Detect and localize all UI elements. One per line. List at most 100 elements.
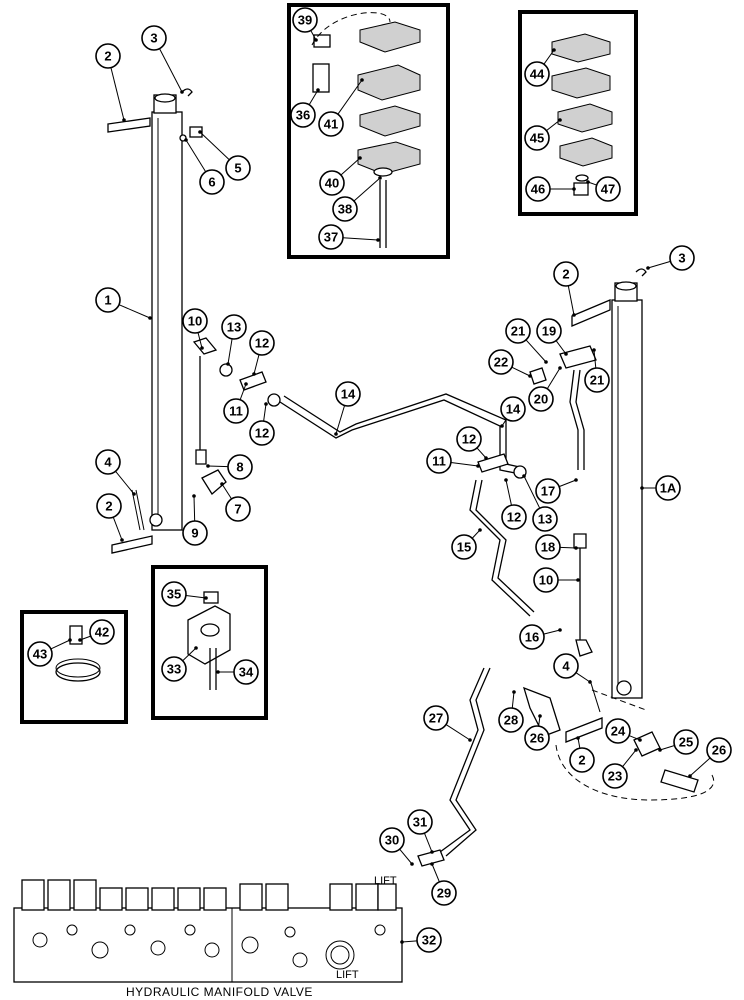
- leader-arrowhead: [430, 850, 434, 854]
- svg-text:39: 39: [298, 13, 312, 28]
- svg-text:15: 15: [457, 540, 471, 555]
- leader-line-37: [342, 237, 379, 241]
- callout-21: 21: [584, 367, 610, 393]
- leader-line-18: [559, 546, 577, 549]
- svg-text:26: 26: [530, 731, 544, 746]
- callout-14: 14: [335, 381, 361, 407]
- leader-arrowhead: [576, 578, 580, 582]
- svg-text:46: 46: [531, 182, 545, 197]
- hydraulic-manifold-valve: [13, 879, 403, 983]
- svg-text:5: 5: [234, 161, 241, 176]
- callout-26: 26: [706, 737, 732, 763]
- callout-31: 31: [407, 809, 433, 835]
- leader-arrowhead: [538, 714, 542, 718]
- callout-1: 1: [95, 287, 121, 313]
- leader-line-4: [115, 470, 135, 495]
- leader-line-4: [575, 672, 591, 683]
- callout-37: 37: [318, 224, 344, 250]
- leader-arrowhead: [220, 482, 224, 486]
- leader-line-23: [622, 749, 637, 767]
- svg-text:31: 31: [413, 815, 427, 830]
- leader-arrowhead: [638, 738, 642, 742]
- leader-arrowhead: [244, 382, 248, 386]
- leader-arrowhead: [148, 316, 152, 320]
- leader-line-20: [546, 367, 561, 390]
- svg-text:17: 17: [541, 484, 555, 499]
- callout-13: 13: [221, 314, 247, 340]
- svg-text:3: 3: [678, 251, 685, 266]
- svg-text:36: 36: [296, 108, 310, 123]
- svg-text:41: 41: [324, 117, 338, 132]
- leader-arrowhead: [528, 374, 532, 378]
- callout-26: 26: [524, 725, 550, 751]
- leader-arrowhead: [358, 156, 362, 160]
- callout-14: 14: [500, 396, 526, 422]
- callout-27: 27: [423, 705, 449, 731]
- leader-arrowhead: [500, 424, 504, 428]
- leader-line-7: [221, 483, 232, 500]
- svg-text:12: 12: [507, 510, 521, 525]
- callout-43: 43: [27, 641, 53, 667]
- leader-arrowhead: [574, 478, 578, 482]
- leader-arrowhead: [558, 118, 562, 122]
- leader-line-12: [253, 354, 260, 375]
- svg-text:45: 45: [530, 131, 544, 146]
- callout-39: 39: [292, 7, 318, 33]
- leader-arrowhead: [640, 486, 644, 490]
- svg-text:11: 11: [432, 454, 446, 469]
- callout-29: 29: [431, 880, 457, 906]
- callout-21: 21: [505, 318, 531, 344]
- leader-arrowhead: [78, 638, 82, 642]
- leader-line-2: [567, 285, 575, 316]
- svg-text:23: 23: [608, 769, 622, 784]
- leader-line-41: [337, 79, 363, 115]
- svg-text:2: 2: [104, 49, 111, 64]
- callout-4: 4: [95, 449, 121, 475]
- leader-arrowhead: [646, 266, 650, 270]
- callout-11: 11: [223, 398, 249, 424]
- leader-arrowhead: [544, 360, 548, 364]
- svg-text:28: 28: [504, 713, 518, 728]
- svg-text:4: 4: [562, 659, 570, 674]
- leader-arrowhead: [564, 352, 568, 356]
- callout-24: 24: [605, 718, 631, 744]
- svg-text:16: 16: [525, 630, 539, 645]
- leader-arrowhead: [634, 748, 638, 752]
- svg-text:14: 14: [341, 387, 356, 402]
- svg-text:34: 34: [239, 665, 254, 680]
- leader-line-24: [628, 735, 641, 741]
- leader-line-8: [207, 465, 229, 468]
- svg-text:25: 25: [679, 735, 693, 750]
- leader-arrowhead: [360, 78, 364, 82]
- svg-text:19: 19: [542, 324, 556, 339]
- svg-text:2: 2: [105, 499, 112, 514]
- leader-arrowhead: [198, 130, 202, 134]
- leader-arrowhead: [558, 366, 562, 370]
- svg-text:3: 3: [150, 31, 157, 46]
- svg-text:12: 12: [462, 432, 476, 447]
- leader-line-2: [110, 67, 125, 121]
- leader-arrowhead: [574, 546, 578, 550]
- svg-text:6: 6: [208, 175, 215, 190]
- leader-arrowhead: [216, 670, 220, 674]
- leader-line-22: [511, 366, 531, 377]
- leader-line-6: [185, 139, 207, 173]
- leader-arrowhead: [688, 774, 692, 778]
- leader-line-21: [525, 339, 547, 363]
- leader-arrowhead: [264, 402, 268, 406]
- callout-17: 17: [535, 478, 561, 504]
- leader-arrowhead: [410, 862, 414, 866]
- callout-2: 2: [553, 261, 579, 287]
- leader-line-12: [476, 447, 487, 459]
- leader-arrowhead: [204, 596, 208, 600]
- leader-line-33: [182, 647, 197, 662]
- svg-text:22: 22: [494, 355, 508, 370]
- svg-text:27: 27: [429, 711, 443, 726]
- callout-2: 2: [96, 493, 122, 519]
- callout-18: 18: [535, 534, 561, 560]
- svg-text:24: 24: [611, 724, 626, 739]
- callout-12: 12: [456, 426, 482, 452]
- svg-text:1: 1: [104, 293, 111, 308]
- leader-line-1: [118, 304, 151, 319]
- svg-text:10: 10: [539, 573, 553, 588]
